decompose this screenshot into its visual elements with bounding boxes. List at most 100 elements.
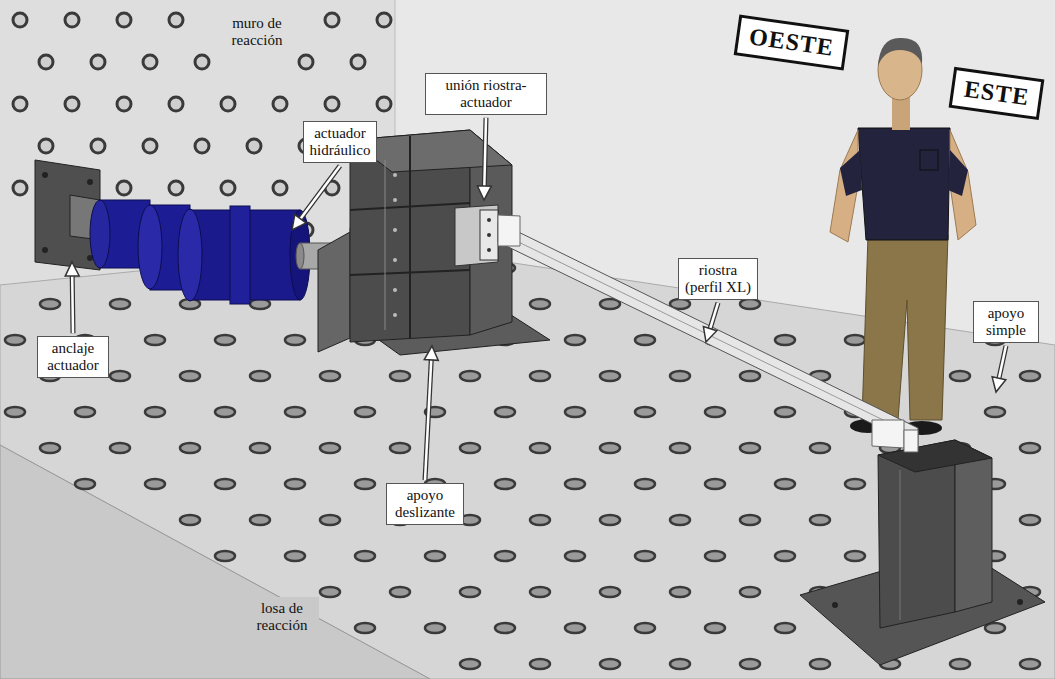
anchor-hole [325, 97, 339, 111]
anchor-hole [5, 407, 25, 417]
anchor-hole [530, 443, 550, 453]
leader-arrowhead [477, 186, 491, 200]
anchor-hole [169, 97, 183, 111]
anchor-hole [740, 659, 760, 669]
anchor-hole [110, 299, 130, 309]
anchor-hole [670, 443, 690, 453]
anchor-hole [117, 181, 131, 195]
anchor-hole [169, 13, 183, 27]
anchor-hole [117, 13, 131, 27]
anchor-hole [810, 443, 830, 453]
anchor-hole [285, 407, 305, 417]
anchor-hole [950, 371, 970, 381]
anchor-hole [40, 443, 60, 453]
anchor-hole [110, 371, 130, 381]
anchor-hole [110, 443, 130, 453]
anchor-hole [65, 13, 79, 27]
part-label: riostra (perfil XL) [678, 258, 758, 300]
anchor-hole [180, 371, 200, 381]
anchor-hole [377, 97, 391, 111]
anchor-hole [460, 587, 480, 597]
anchor-hole [180, 443, 200, 453]
anchor-hole [530, 371, 550, 381]
anchor-hole [495, 407, 515, 417]
anchor-hole [740, 515, 760, 525]
leader-arrowhead [992, 377, 1006, 392]
leader-line [710, 303, 718, 331]
anchor-hole [250, 371, 270, 381]
part-label: unión riostra-actuador [425, 73, 547, 115]
anchor-hole [775, 407, 795, 417]
anchor-hole [670, 515, 690, 525]
anchor-hole [425, 623, 445, 633]
anchor-hole [75, 407, 95, 417]
anchor-hole [39, 55, 53, 69]
anchor-hole [75, 479, 95, 489]
anchor-hole [250, 515, 270, 525]
anchor-hole [565, 551, 585, 561]
anchor-hole [810, 515, 830, 525]
anchor-hole [670, 587, 690, 597]
leader-line [70, 274, 76, 333]
leader-arrowhead [424, 346, 438, 360]
anchor-hole [565, 407, 585, 417]
anchor-hole [91, 139, 105, 153]
anchor-hole [845, 335, 865, 345]
anchor-hole [320, 515, 340, 525]
anchor-hole [740, 587, 760, 597]
leader-line [484, 118, 486, 188]
leader-line [299, 166, 340, 221]
anchor-hole [1020, 659, 1040, 669]
anchor-hole [351, 55, 365, 69]
anchor-hole [145, 479, 165, 489]
anchor-hole [600, 371, 620, 381]
part-label: apoyo simple [973, 301, 1039, 343]
anchor-hole [775, 623, 795, 633]
anchor-hole [950, 659, 970, 669]
leader-line [999, 346, 1006, 380]
anchor-hole [215, 407, 235, 417]
anchor-hole [355, 407, 375, 417]
anchor-hole [355, 479, 375, 489]
anchor-hole [530, 587, 550, 597]
anchor-hole [565, 479, 585, 489]
anchor-hole [635, 623, 655, 633]
anchor-hole [425, 551, 445, 561]
actuator-anchor [35, 160, 100, 270]
anchor-hole [740, 443, 760, 453]
anchor-hole [845, 551, 865, 561]
anchor-hole [1020, 515, 1040, 525]
anchor-hole [705, 407, 725, 417]
anchor-hole [460, 443, 480, 453]
anchor-hole [355, 551, 375, 561]
anchor-hole [740, 299, 760, 309]
anchor-hole [180, 515, 200, 525]
anchor-hole [215, 335, 235, 345]
reaction-slab-face [0, 445, 430, 679]
anchor-hole [355, 623, 375, 633]
leader-arrowhead [703, 327, 716, 342]
leader-line [299, 166, 340, 221]
anchor-hole [565, 335, 585, 345]
anchor-hole [285, 551, 305, 561]
anchor-hole [740, 371, 760, 381]
anchor-hole [705, 551, 725, 561]
anchor-hole [810, 659, 830, 669]
anchor-hole [600, 443, 620, 453]
leader-arrowhead [292, 215, 306, 230]
anchor-hole [195, 55, 209, 69]
anchor-hole [495, 551, 515, 561]
anchor-hole [845, 479, 865, 489]
anchor-hole [13, 97, 27, 111]
anchor-hole [705, 479, 725, 489]
part-label: muro de reacción [219, 12, 295, 52]
anchor-hole [117, 97, 131, 111]
anchor-hole [460, 371, 480, 381]
anchor-hole [247, 139, 261, 153]
anchor-hole [530, 299, 550, 309]
anchor-hole [91, 55, 105, 69]
brace-xl-profile [498, 215, 918, 448]
anchor-hole [390, 587, 410, 597]
anchor-hole [39, 139, 53, 153]
